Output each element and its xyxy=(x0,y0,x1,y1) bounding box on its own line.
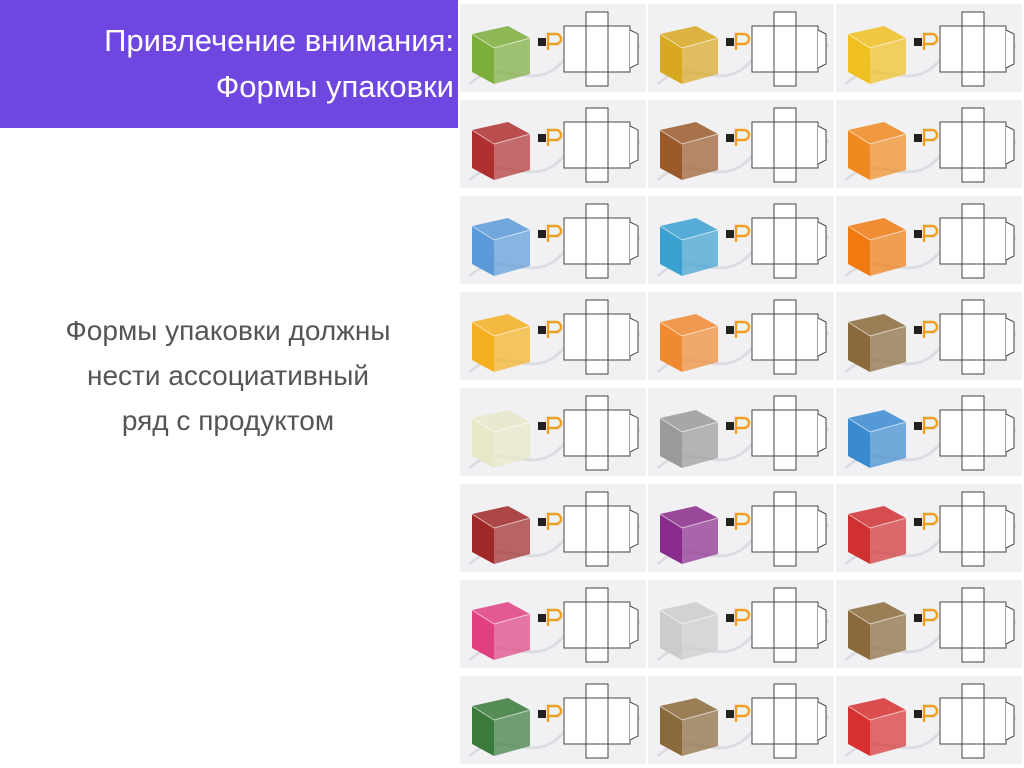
pumpkin-box-icon xyxy=(844,203,1018,279)
package-tile xyxy=(460,388,646,476)
bell-box-icon xyxy=(844,11,1018,87)
hexagon-box-icon xyxy=(656,587,830,663)
package-tile xyxy=(648,484,834,572)
wine-box-icon xyxy=(844,299,1018,375)
package-tile xyxy=(648,4,834,92)
wine-carrier-icon xyxy=(656,683,830,759)
package-tile xyxy=(460,484,646,572)
orange-cube-box-icon xyxy=(844,107,1018,183)
package-tile xyxy=(460,196,646,284)
package-tile xyxy=(836,580,1022,668)
body-line-2: нести ассоциативный xyxy=(87,360,369,391)
wine-bag-icon xyxy=(844,587,1018,663)
package-tile xyxy=(460,292,646,380)
package-tile xyxy=(836,100,1022,188)
slim-tube-box-icon xyxy=(468,683,642,759)
package-tile xyxy=(836,4,1022,92)
pizza-box-icon xyxy=(844,491,1018,567)
slide-title-line-2: Формы упаковки xyxy=(215,69,454,104)
package-tile xyxy=(648,580,834,668)
package-tile xyxy=(460,580,646,668)
package-tile xyxy=(460,676,646,764)
package-tile xyxy=(836,196,1022,284)
red-flat-box-icon xyxy=(468,107,642,183)
star-box-icon xyxy=(468,299,642,375)
slide-body-text: Формы упаковки должны нести ассоциативны… xyxy=(18,308,438,443)
grey-shoe-box-icon xyxy=(656,395,830,471)
milk-carton-icon xyxy=(656,203,830,279)
body-line-3: ряд с продуктом xyxy=(121,405,335,436)
candle-box-icon xyxy=(468,491,642,567)
stair-display-icon xyxy=(844,395,1018,471)
package-tile xyxy=(648,676,834,764)
candy-box-icon xyxy=(656,491,830,567)
heart-box-icon xyxy=(468,587,642,663)
package-tile xyxy=(648,196,834,284)
slide-title-line-1: Привлечение внимания: xyxy=(104,23,454,58)
package-tile xyxy=(836,292,1022,380)
body-line-1: Формы упаковки должны xyxy=(65,315,391,346)
tall-bottle-box-icon xyxy=(468,395,642,471)
package-tile xyxy=(648,292,834,380)
bread-box-icon xyxy=(656,107,830,183)
package-tile xyxy=(460,100,646,188)
gold-gift-bag-icon xyxy=(656,11,830,87)
package-tile xyxy=(836,388,1022,476)
packaging-gallery xyxy=(458,0,1024,768)
package-tile xyxy=(836,676,1022,764)
package-tile xyxy=(648,100,834,188)
package-tile xyxy=(648,388,834,476)
house-box-icon xyxy=(844,683,1018,759)
display-stand-icon xyxy=(468,203,642,279)
package-tile xyxy=(460,4,646,92)
title-bar: Привлечение внимания: Формы упаковки xyxy=(0,0,460,128)
tall-green-box-icon xyxy=(468,11,642,87)
cake-box-icon xyxy=(656,299,830,375)
package-tile xyxy=(836,484,1022,572)
